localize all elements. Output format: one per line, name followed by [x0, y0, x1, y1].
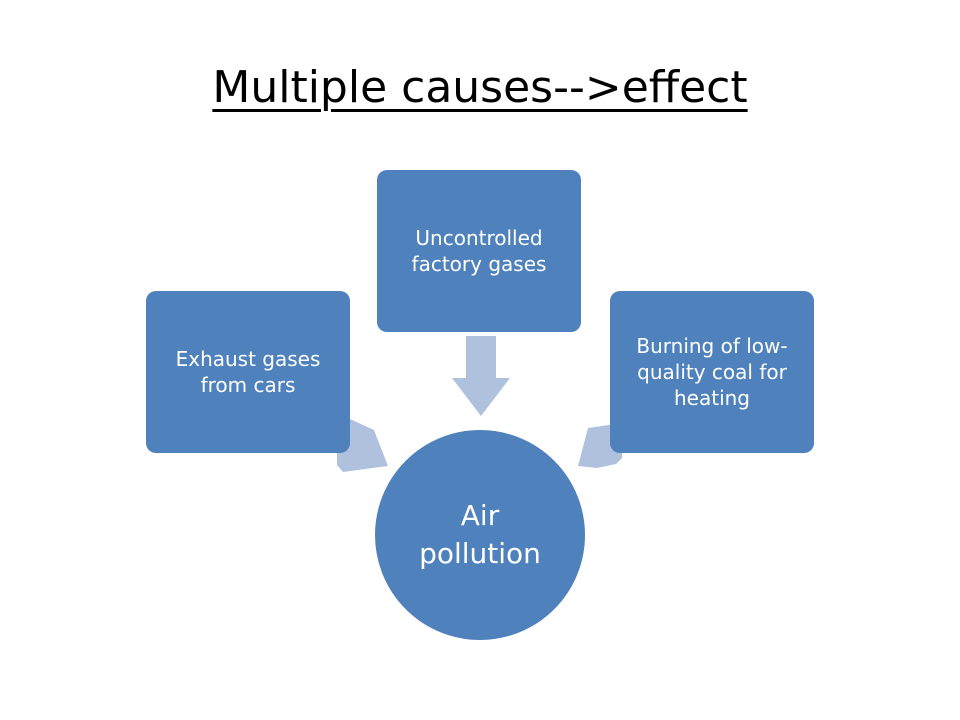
cause-node-coal: Burning of low-quality coal for heating [610, 291, 814, 453]
cause-node-exhaust: Exhaust gases from cars [146, 291, 350, 453]
effect-label: Air pollution [419, 499, 541, 570]
cause-node-factory: Uncontrolled factory gases [377, 170, 581, 332]
cause-label: Uncontrolled factory gases [411, 226, 547, 276]
arrow-top-to-center [452, 336, 510, 416]
cause-label: Exhaust gases from cars [175, 347, 321, 397]
slide-title: Multiple causes-->effect [212, 62, 748, 113]
effect-node-air-pollution: Air pollution [373, 428, 587, 642]
cause-label: Burning of low-quality coal for heating [636, 334, 788, 410]
